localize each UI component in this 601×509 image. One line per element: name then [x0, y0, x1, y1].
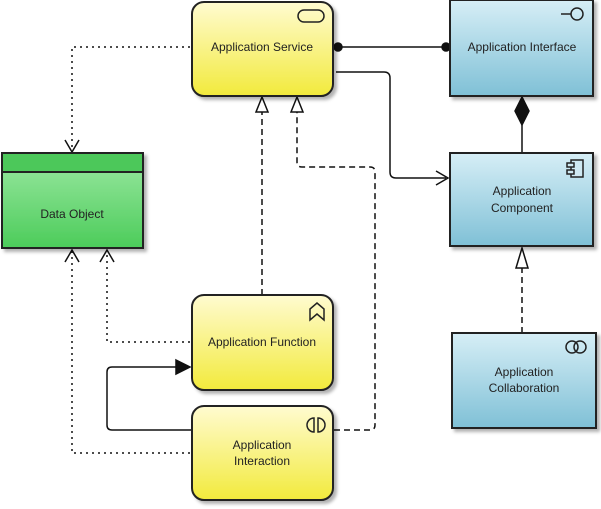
- application-interface-node[interactable]: Application Interface: [449, 0, 594, 97]
- filled-arrow-icon: [175, 358, 192, 376]
- component-icon: [566, 159, 584, 178]
- function-icon: [309, 302, 325, 322]
- access-interaction-dataobject[interactable]: [71, 250, 190, 454]
- application-interaction-node[interactable]: Application Interaction: [191, 405, 334, 501]
- access-service-dataobject[interactable]: [71, 46, 190, 150]
- open-arrow-icon: [99, 248, 115, 263]
- application-collaboration-node[interactable]: Application Collaboration: [451, 332, 597, 429]
- triggering-interaction-function[interactable]: [106, 366, 192, 431]
- realization-triangle-icon: [254, 94, 270, 113]
- node-label: Interaction: [234, 454, 290, 468]
- realization-interaction-service[interactable]: [296, 112, 376, 431]
- data-object-node[interactable]: Data Object: [1, 152, 144, 249]
- node-label: Application Interface: [468, 40, 577, 54]
- node-label: Application Function: [208, 335, 316, 349]
- node-label: Application: [233, 438, 292, 452]
- collaboration-icon: [565, 340, 587, 354]
- node-label: Collaboration: [489, 381, 560, 395]
- service-icon: [297, 9, 325, 23]
- realization-triangle-icon: [514, 245, 530, 269]
- open-arrow-icon: [64, 248, 80, 263]
- application-component-node[interactable]: Application Component: [449, 152, 594, 247]
- interface-icon: [561, 7, 584, 21]
- assignment-dot-end: [441, 42, 451, 52]
- node-label: Data Object: [40, 207, 104, 221]
- realization-triangle-icon: [289, 94, 305, 113]
- node-label: Component: [491, 201, 554, 215]
- access-function-dataobject[interactable]: [106, 250, 190, 343]
- node-label: Application: [495, 365, 554, 379]
- interaction-icon: [306, 417, 326, 433]
- application-function-node[interactable]: Application Function: [191, 294, 334, 391]
- node-label: Application: [493, 184, 552, 198]
- application-service-node[interactable]: Application Service: [191, 1, 334, 97]
- composition-diamond-icon: [514, 95, 530, 127]
- open-arrow-icon: [435, 170, 450, 186]
- serving-service-component[interactable]: [336, 71, 446, 179]
- assignment-dot-start: [333, 42, 343, 52]
- node-label: Application Service: [211, 40, 313, 54]
